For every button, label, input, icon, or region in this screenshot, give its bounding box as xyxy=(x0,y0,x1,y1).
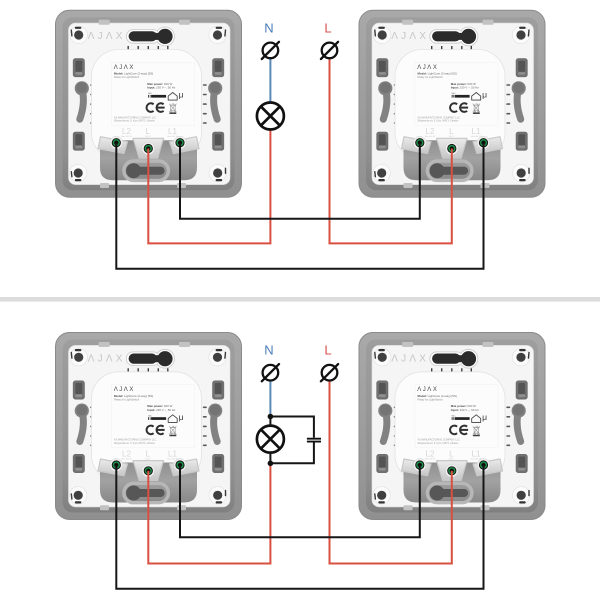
svg-text:L: L xyxy=(324,20,331,35)
svg-text:N: N xyxy=(264,343,273,358)
svg-text:L: L xyxy=(324,343,331,358)
svg-text:N: N xyxy=(264,20,273,35)
